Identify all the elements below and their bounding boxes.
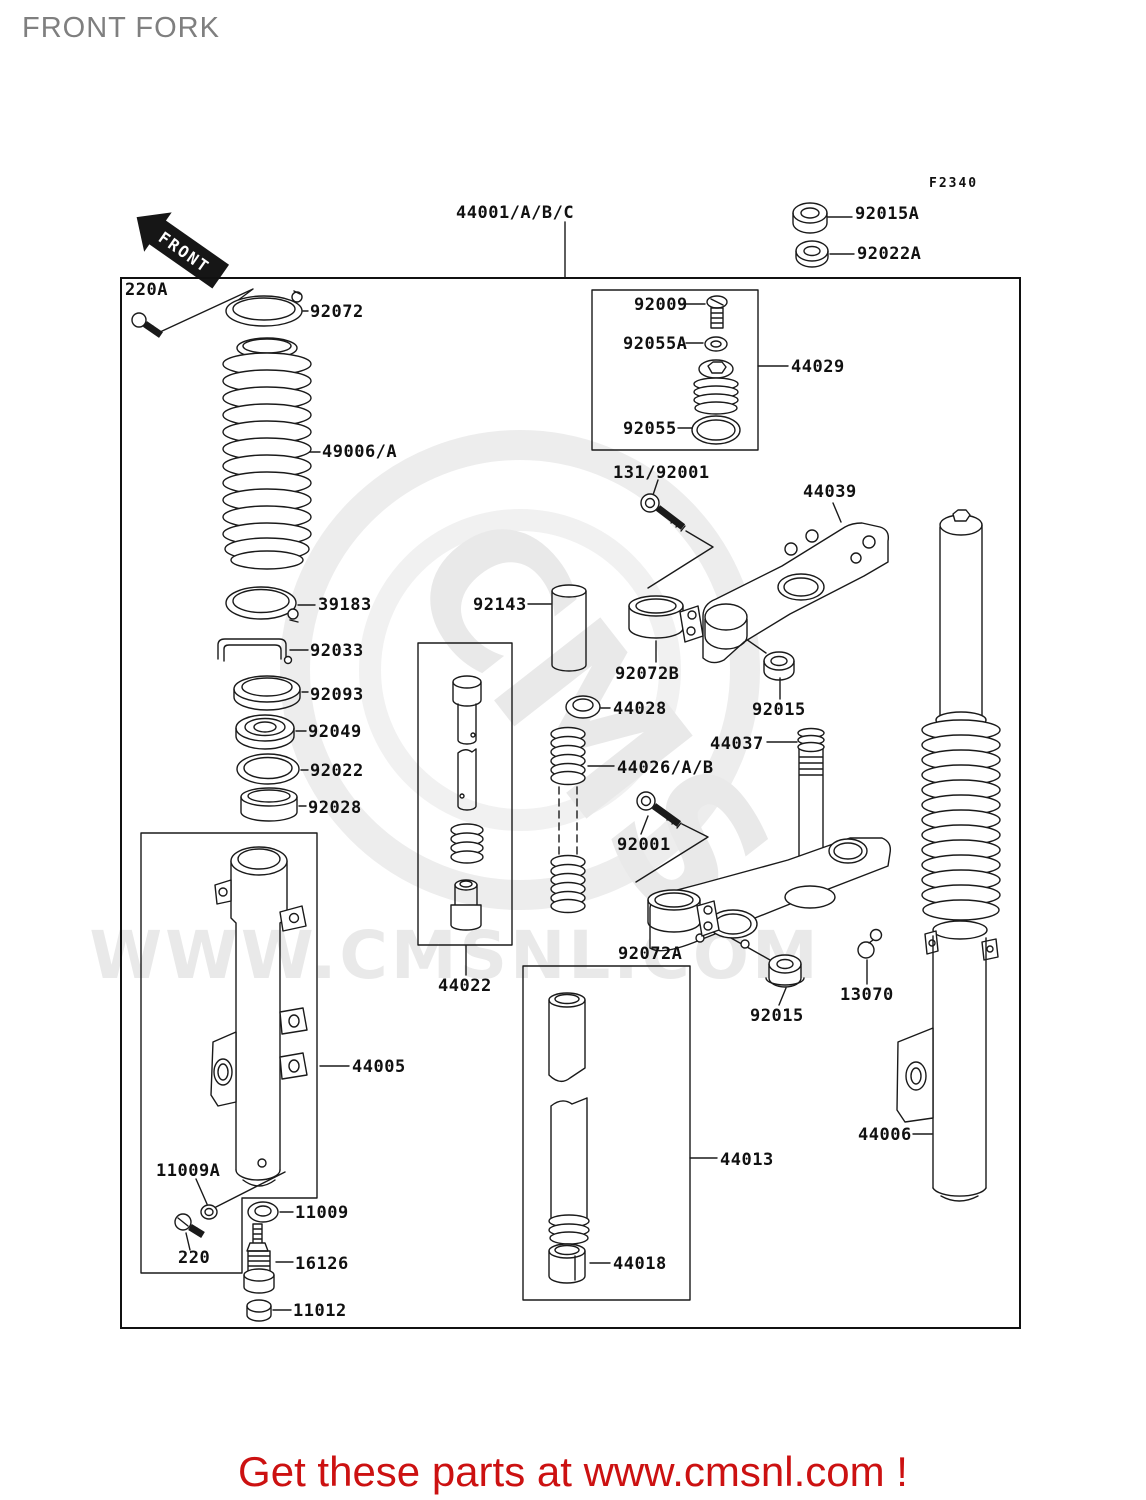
fork-assembly-44006-drawing xyxy=(896,509,1001,1202)
spring-44026-drawing xyxy=(550,726,586,914)
group-box-44029 xyxy=(591,289,759,451)
part-label-44013[interactable]: 44013 xyxy=(720,1150,774,1170)
part-label-92001[interactable]: 92001 xyxy=(617,835,671,855)
seal-92093-drawing xyxy=(233,675,301,711)
part-label-44039[interactable]: 44039 xyxy=(803,482,857,502)
part-label-131-92001[interactable]: 131/92001 xyxy=(613,463,710,483)
washer-11009a-drawing xyxy=(200,1204,218,1220)
boot-49006-drawing xyxy=(222,337,312,570)
bushing-92028-drawing xyxy=(240,787,298,822)
damper-44022-drawing xyxy=(450,675,484,931)
leader-lines xyxy=(159,216,933,1311)
part-label-49006[interactable]: 49006/A xyxy=(322,442,398,462)
upper-triple-clamp-44039-drawing xyxy=(702,522,890,664)
part-label-92028[interactable]: 92028 xyxy=(308,798,362,818)
oring-92055a-drawing xyxy=(704,336,728,352)
part-label-44022[interactable]: 44022 xyxy=(438,976,492,996)
part-label-92049[interactable]: 92049 xyxy=(308,722,362,742)
part-label-92055a[interactable]: 92055A xyxy=(623,334,688,354)
nut-92015-lower-drawing xyxy=(765,954,805,988)
clamp-92072a-drawing xyxy=(647,889,720,937)
group-box-44013 xyxy=(522,965,691,1301)
part-label-92143[interactable]: 92143 xyxy=(473,595,527,615)
oring-92055-drawing xyxy=(691,415,741,445)
part-label-220a[interactable]: 220A xyxy=(125,280,168,300)
part-label-92022[interactable]: 92022 xyxy=(310,761,364,781)
nut-92015a-drawing xyxy=(792,202,828,234)
part-label-92072[interactable]: 92072 xyxy=(310,302,364,322)
washer-92022a-drawing xyxy=(795,240,829,268)
part-label-92015a[interactable]: 92015A xyxy=(855,204,920,224)
inner-tube-44013-drawing xyxy=(548,992,590,1245)
part-label-92015-upper[interactable]: 92015 xyxy=(752,700,806,720)
part-label-44026[interactable]: 44026/A/B xyxy=(617,758,714,778)
clamp-92072-drawing xyxy=(225,290,303,327)
part-label-44037[interactable]: 44037 xyxy=(710,734,764,754)
washer-92022-drawing xyxy=(236,753,300,785)
seal-92049-drawing xyxy=(235,714,295,750)
part-label-44006[interactable]: 44006 xyxy=(858,1125,912,1145)
part-label-92033[interactable]: 92033 xyxy=(310,641,364,661)
outer-tube-44005-drawing xyxy=(210,846,308,1187)
diagram-frames xyxy=(120,277,1021,1329)
part-label-44029[interactable]: 44029 xyxy=(791,357,845,377)
part-label-16126[interactable]: 16126 xyxy=(295,1254,349,1274)
cmsnl-footer-link[interactable]: Get these parts at www.cmsnl.com ! xyxy=(238,1448,908,1495)
part-label-11012[interactable]: 11012 xyxy=(293,1301,347,1321)
collar-92143-drawing xyxy=(551,584,587,672)
cap-44029-drawing xyxy=(693,359,739,415)
figure-code: F2340 xyxy=(929,176,979,191)
part-label-92015-lower[interactable]: 92015 xyxy=(750,1006,804,1026)
page-title: FRONT FORK xyxy=(22,12,220,44)
screw-220-drawing xyxy=(174,1213,205,1238)
group-box-44022 xyxy=(417,642,513,946)
part-label-39183[interactable]: 39183 xyxy=(318,595,372,615)
gasket-11009-drawing xyxy=(247,1201,279,1223)
screw-92009-drawing xyxy=(706,295,728,329)
screw-220a-drawing xyxy=(131,312,163,338)
part-label-44028[interactable]: 44028 xyxy=(613,699,667,719)
part-label-92022a[interactable]: 92022A xyxy=(857,244,922,264)
main-frame xyxy=(120,277,1021,1329)
part-label-44001[interactable]: 44001/A/B/C xyxy=(456,203,575,223)
part-label-11009a[interactable]: 11009A xyxy=(156,1161,221,1181)
ring-44028-drawing xyxy=(565,695,601,719)
clamp-39183-drawing xyxy=(225,586,299,623)
clamp-92072b-drawing xyxy=(628,595,704,643)
part-label-13070[interactable]: 13070 xyxy=(840,985,894,1005)
group-box-44005 xyxy=(140,832,318,1274)
stem-44037-drawing xyxy=(797,727,825,894)
bushing-44018-drawing xyxy=(548,1243,586,1284)
part-label-11009[interactable]: 11009 xyxy=(295,1203,349,1223)
part-label-92009[interactable]: 92009 xyxy=(634,295,688,315)
part-label-92072a[interactable]: 92072A xyxy=(618,944,683,964)
part-label-44018[interactable]: 44018 xyxy=(613,1254,667,1274)
clip-13070-drawing xyxy=(857,928,883,959)
part-label-220[interactable]: 220 xyxy=(178,1248,211,1268)
part-label-92093[interactable]: 92093 xyxy=(310,685,364,705)
valve-16126-drawing xyxy=(243,1223,275,1294)
clip-92033-drawing xyxy=(217,638,293,665)
cap-11012-drawing xyxy=(246,1299,272,1322)
part-label-44005[interactable]: 44005 xyxy=(352,1057,406,1077)
bolt-92001-drawing xyxy=(636,791,682,829)
part-label-92055[interactable]: 92055 xyxy=(623,419,677,439)
part-label-92072b[interactable]: 92072B xyxy=(615,664,680,684)
nut-92015-upper-drawing xyxy=(763,651,795,681)
bolt-131-92001-drawing xyxy=(640,493,686,532)
